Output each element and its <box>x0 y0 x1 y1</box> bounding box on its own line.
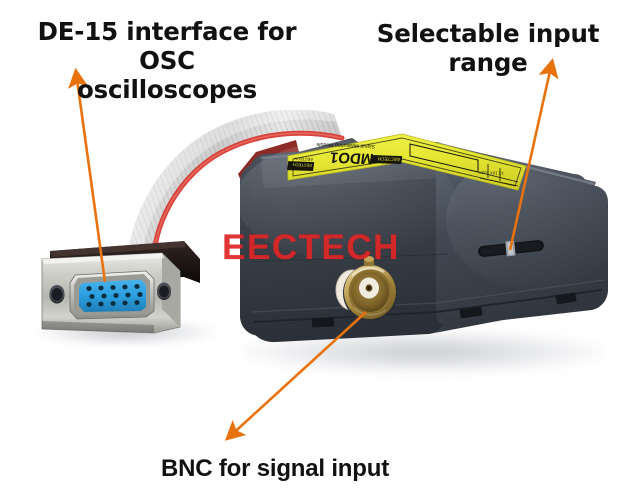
callout-label-input-range: Selectable input range <box>376 19 600 77</box>
callout-label-de15: DE-15 interface for OSC oscilloscopes <box>37 17 297 104</box>
sticker-fine-print: 1X 10X 100X <box>479 170 505 176</box>
watermark-eectech: EECTECH <box>222 228 400 267</box>
sticker-brand: MDO1 <box>329 149 375 167</box>
input-range-switch[interactable] <box>476 238 546 260</box>
sticker-side-code-top: EECTECH <box>292 162 312 168</box>
device-sticker: MDO1 Signal Measuring Module EECTECH EEC… <box>287 133 527 191</box>
bnc-connector[interactable] <box>318 240 418 340</box>
sticker-subtitle: Signal Measuring Module <box>316 141 375 149</box>
sticker-side-code: EECTECH <box>294 156 313 161</box>
callout-label-bnc: BNC for signal input <box>161 455 389 482</box>
sticker-badge-text: EECTECH <box>377 156 400 162</box>
